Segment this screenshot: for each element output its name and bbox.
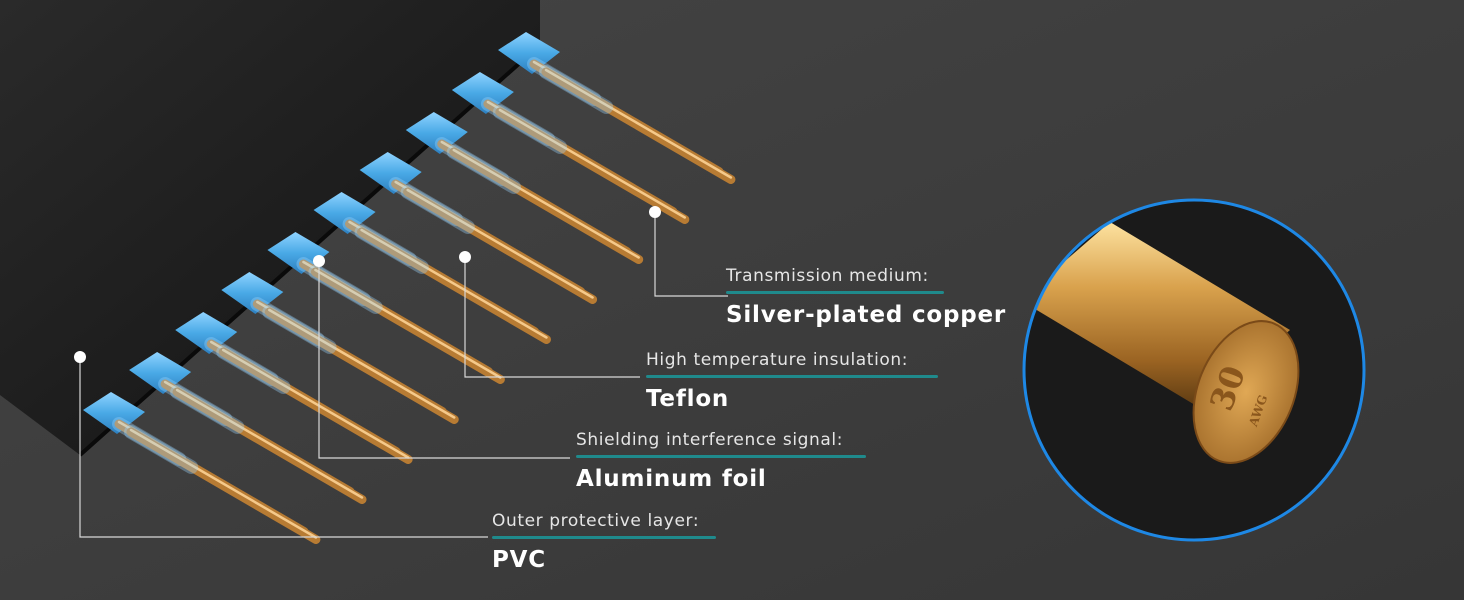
- leader-lines: [79, 212, 728, 538]
- copper-conductor: [495, 107, 690, 224]
- value-insulation: Teflon: [646, 386, 730, 412]
- conductor-highlight: [175, 388, 364, 499]
- teflon-sleeve: [124, 425, 199, 474]
- leader-line-transmission: [654, 212, 728, 297]
- underline-outer: [492, 536, 716, 539]
- copper-conductor: [172, 387, 367, 504]
- dot-shielding: [313, 255, 325, 267]
- conductor-highlight: [406, 188, 594, 299]
- insulation-block: [129, 352, 192, 394]
- copper-conductor: [541, 67, 736, 184]
- label-outer: Outer protective layer: PVC: [492, 511, 716, 573]
- teflon-sleeve: [216, 345, 291, 394]
- underline-insulation: [646, 375, 938, 378]
- conductor-highlight: [314, 268, 502, 379]
- insulation-block: [175, 312, 238, 354]
- dot-outer: [74, 351, 86, 363]
- conductor-highlight: [129, 428, 318, 539]
- underline-transmission: [726, 291, 944, 294]
- copper-conductor: [218, 347, 413, 464]
- wire-pair: [498, 32, 736, 184]
- copper-conductor: [449, 147, 644, 264]
- insulation-block: [405, 112, 468, 154]
- conductor-highlight: [452, 148, 640, 259]
- wire-pair: [129, 352, 367, 504]
- teflon-sleeve: [308, 265, 383, 314]
- copper-conductor: [357, 227, 551, 344]
- conductor-highlight: [544, 68, 733, 179]
- copper-conductor: [126, 427, 321, 544]
- dot-transmission: [649, 206, 661, 218]
- teflon-sleeve: [400, 185, 475, 234]
- leader-line-shielding: [318, 261, 570, 459]
- wire-pair: [451, 72, 690, 224]
- copper-conductor: [264, 307, 459, 424]
- underline-shielding: [576, 455, 866, 458]
- label-transmission: Transmission medium: Silver-plated coppe…: [726, 266, 1006, 328]
- insulation-block: [451, 72, 514, 114]
- insulation-block: [313, 192, 376, 234]
- conductor-highlight: [498, 108, 687, 219]
- value-shielding: Aluminum foil: [576, 466, 767, 492]
- insulation-block: [83, 392, 145, 434]
- wire-pair: [221, 272, 459, 424]
- caption-insulation: High temperature insulation:: [646, 350, 909, 370]
- wire-pair: [405, 112, 644, 264]
- conductor-highlight: [221, 348, 410, 459]
- insulation-block: [359, 152, 422, 194]
- conductor-highlight: [360, 228, 548, 339]
- teflon-sleeve: [492, 105, 568, 154]
- dot-insulation: [459, 251, 471, 263]
- label-shielding: Shielding interference signal: Aluminum …: [576, 430, 866, 492]
- copper-conductor: [310, 267, 505, 384]
- caption-outer: Outer protective layer:: [492, 511, 700, 531]
- cable-jacket: [0, 0, 540, 455]
- conductor-highlight: [268, 308, 456, 419]
- label-insulation: High temperature insulation: Teflon: [646, 350, 938, 412]
- insulation-block: [221, 272, 284, 314]
- teflon-sleeve: [354, 225, 429, 274]
- wire-group: [83, 32, 736, 544]
- leader-line-insulation: [464, 257, 640, 378]
- zoom-wire-end: [1192, 320, 1300, 464]
- leader-dots: [74, 206, 661, 363]
- teflon-sleeve: [446, 145, 521, 194]
- wire-pair: [83, 392, 321, 544]
- leader-line-outer: [79, 357, 488, 538]
- wire-pair: [313, 192, 551, 344]
- caption-transmission: Transmission medium:: [726, 266, 929, 286]
- teflon-sleeve: [539, 65, 614, 114]
- copper-conductor: [403, 187, 598, 304]
- zoom-ring: [1022, 198, 1366, 542]
- value-transmission: Silver-plated copper: [726, 302, 1007, 328]
- teflon-sleeve: [170, 385, 245, 434]
- wire-pair: [175, 312, 413, 464]
- zoom-view: 30 AWG: [1022, 198, 1366, 542]
- insulation-block: [498, 32, 560, 74]
- value-outer: PVC: [492, 547, 546, 573]
- caption-shielding: Shielding interference signal:: [576, 430, 844, 450]
- wire-pair: [359, 152, 598, 304]
